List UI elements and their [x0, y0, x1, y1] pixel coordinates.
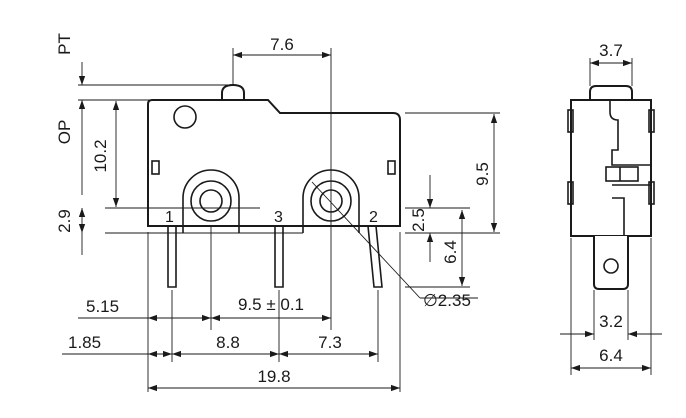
reference-lines: [78, 48, 500, 392]
dim-diameter: ∅2.35: [423, 291, 471, 310]
pin-leads: [167, 225, 383, 288]
switch-body: [147, 99, 401, 227]
dim-5-15: 5.15: [86, 297, 119, 316]
side-window: [605, 166, 639, 182]
pin-1-label: 1: [165, 209, 174, 226]
dim-9-5-tol: 9.5 ± 0.1: [238, 295, 304, 314]
left-mounting-hole: [182, 169, 240, 233]
front-view: 1 3 2 PT OP 10.2: [55, 33, 500, 392]
dim-1-85: 1.85: [68, 333, 101, 352]
actuator-nub: [221, 83, 245, 101]
side-top-cap: [589, 85, 633, 100]
dim-10-2: 10.2: [91, 139, 110, 172]
side-body: [570, 99, 652, 237]
side-lug-left-top: [567, 109, 574, 133]
side-lug-left-bottom: [567, 181, 574, 205]
dim-2-9: 2.9: [55, 209, 74, 233]
side-terminal: [593, 236, 629, 290]
side-view: 3.7 3.2 6.4: [560, 41, 662, 375]
dim-7-6: 7.6: [270, 35, 294, 54]
dim-9-5-height: 9.5: [473, 162, 492, 186]
side-lug-right-bottom: [648, 181, 655, 205]
dim-2-5: 2.5: [409, 208, 428, 232]
dim-19-8: 19.8: [257, 367, 290, 386]
dim-3-2: 3.2: [599, 312, 623, 331]
left-notch: [151, 160, 160, 175]
op-label: OP: [55, 120, 74, 145]
terminal-hole: [603, 258, 619, 274]
dim-6-4-side: 6.4: [599, 346, 623, 365]
side-lug-right-top: [648, 109, 655, 133]
dim-6-4-front: 6.4: [441, 240, 460, 264]
side-inner-lower: [612, 197, 625, 236]
dim-3-7: 3.7: [599, 41, 623, 60]
pin-2-label: 2: [369, 209, 378, 226]
dim-8-8: 8.8: [216, 333, 240, 352]
dim-7-3: 7.3: [318, 333, 342, 352]
diameter-leader: [311, 181, 421, 299]
side-inner-step: [609, 100, 651, 166]
pin-3-label: 3: [274, 209, 283, 226]
right-notch: [387, 160, 396, 175]
pt-label: PT: [55, 33, 74, 55]
small-hole: [173, 105, 197, 129]
